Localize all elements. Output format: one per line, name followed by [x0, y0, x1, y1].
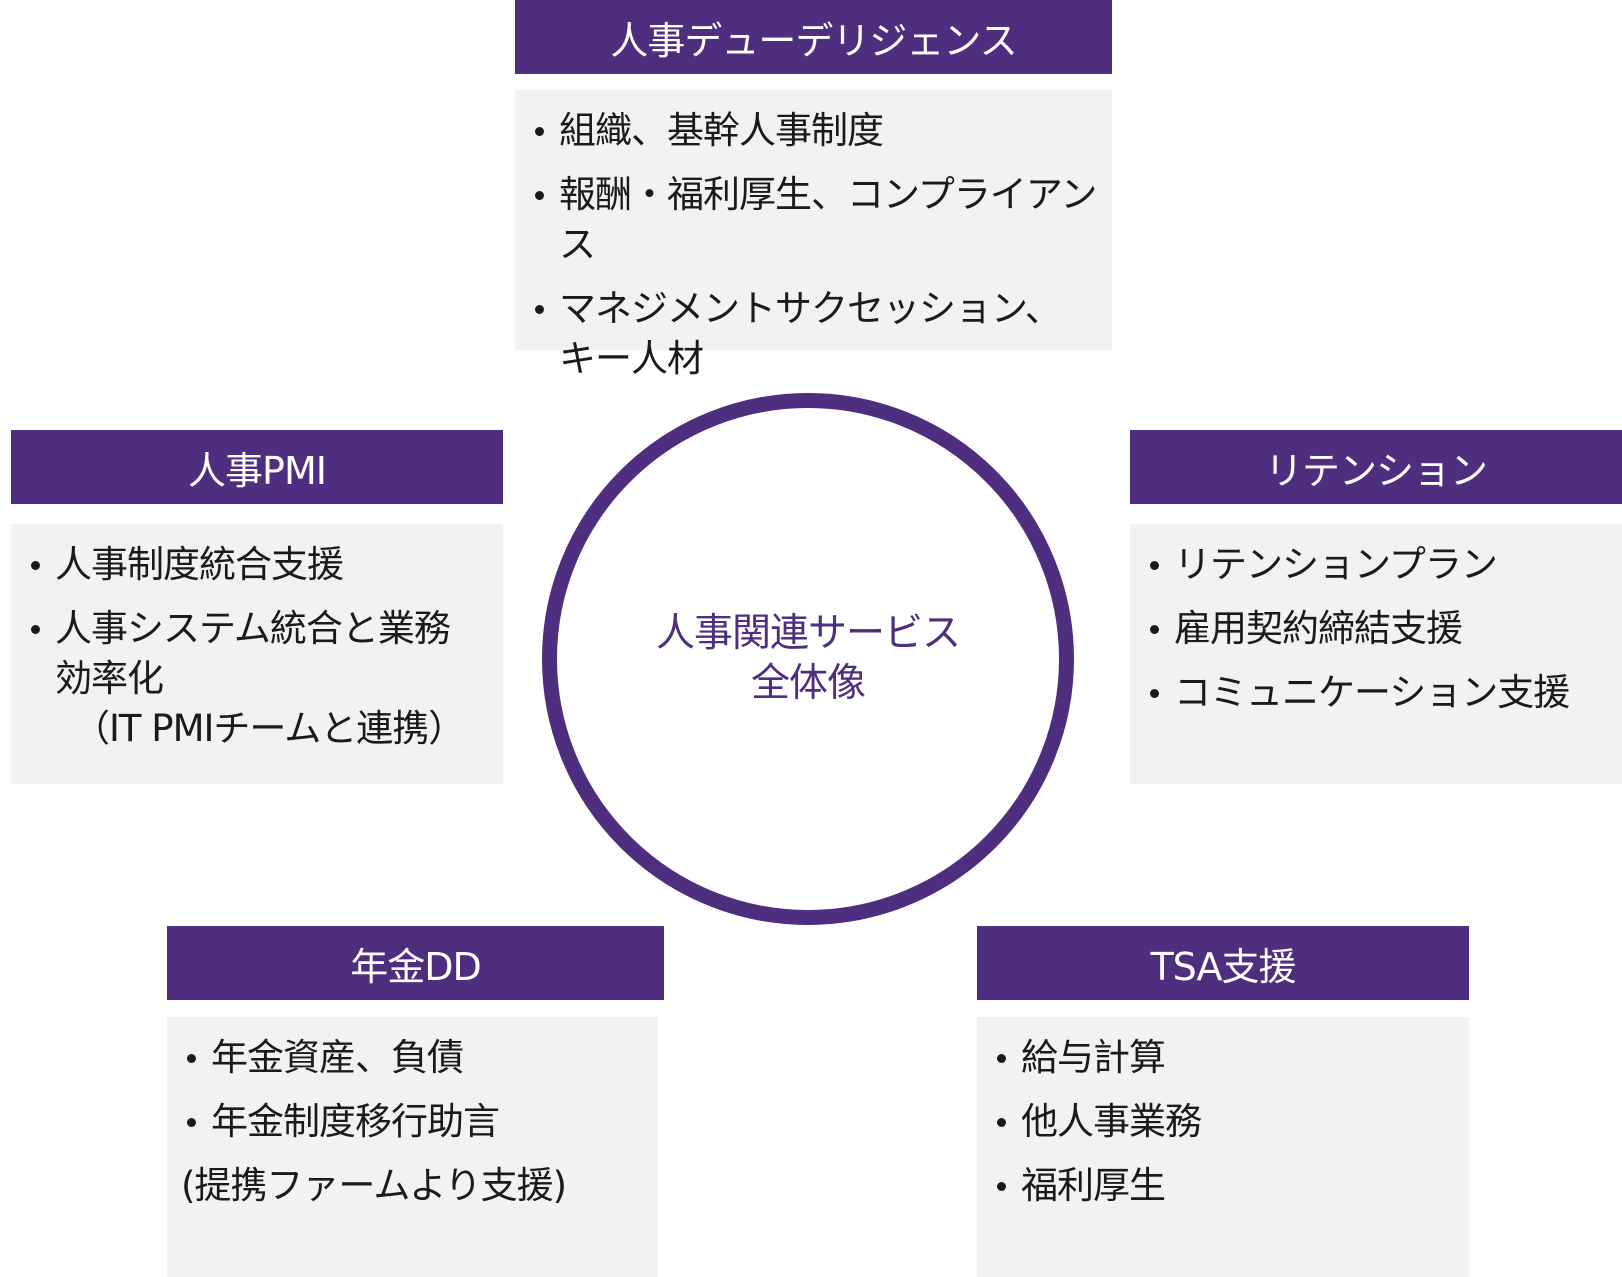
section-title: 年金DD [167, 926, 664, 1000]
section-title: 人事PMI [11, 430, 503, 504]
list-item: 人事制度統合支援 [25, 540, 489, 590]
list-item-text: 人事制度統合支援 [55, 543, 344, 586]
section-body: 年金資産、負債 年金制度移行助言 (提携ファームより支援) [167, 1017, 658, 1277]
center-title-line2: 全体像 [750, 661, 866, 706]
list-item-text: 給与計算 [1021, 1036, 1166, 1079]
section-body: 人事制度統合支援 人事システム統合と業務 効率化 （IT PMIチームと連携） [11, 524, 503, 784]
list-item-text: 年金制度移行助言 [211, 1100, 500, 1143]
list-item-text: 福利厚生 [1021, 1164, 1166, 1207]
section-body: 組織、基幹人事制度 報酬・福利厚生、コンプライアンス マネジメントサクセッション… [515, 90, 1112, 380]
list-item: 雇用契約締結支援 [1144, 604, 1608, 654]
list-item: 人事システム統合と業務 効率化 [25, 604, 489, 704]
bullet-list: リテンションプラン 雇用契約締結支援 コミュニケーション支援 [1144, 540, 1608, 718]
list-item-text: 他人事業務 [1021, 1100, 1202, 1143]
list-item-text: 年金資産、負債 [211, 1036, 464, 1079]
bullet-icon [535, 191, 544, 200]
bullet-icon [535, 305, 544, 314]
list-item-text: 雇用契約締結支援 [1174, 607, 1463, 650]
bullet-icon [1150, 689, 1159, 698]
bullet-list: 給与計算 他人事業務 福利厚生 [991, 1033, 1455, 1211]
center-title-line1: 人事関連サービス [655, 611, 961, 656]
list-item: 年金資産、負債 [181, 1033, 644, 1083]
list-item-text: 報酬・福利厚生、コンプライアンス [559, 173, 1097, 266]
section-body: リテンションプラン 雇用契約締結支援 コミュニケーション支援 [1130, 524, 1622, 784]
list-item-text: コミュニケーション支援 [1174, 671, 1570, 714]
section-title: 人事デューデリジェンス [515, 0, 1112, 74]
bullet-icon [31, 561, 40, 570]
list-item: 他人事業務 [991, 1097, 1455, 1147]
bullet-list: 人事制度統合支援 人事システム統合と業務 効率化 [25, 540, 489, 704]
bullet-icon [1150, 625, 1159, 634]
bullet-icon [187, 1054, 196, 1063]
center-circle: 人事関連サービス 全体像 [542, 393, 1074, 925]
bullet-icon [31, 625, 40, 634]
list-item: 年金制度移行助言 [181, 1097, 644, 1147]
section-body: 給与計算 他人事業務 福利厚生 [977, 1017, 1469, 1277]
list-item: コミュニケーション支援 [1144, 668, 1608, 718]
section-note: （IT PMIチームと連携） [73, 707, 465, 750]
list-item: リテンションプラン [1144, 540, 1608, 590]
bullet-icon [535, 127, 544, 136]
list-item: 組織、基幹人事制度 [529, 106, 1098, 156]
section-title: リテンション [1130, 430, 1622, 504]
list-item: マネジメントサクセッション、 キー人材 [529, 284, 1098, 384]
bullet-list: 年金資産、負債 年金制度移行助言 [181, 1033, 644, 1147]
list-item: 報酬・福利厚生、コンプライアンス [529, 170, 1098, 270]
bullet-icon [997, 1118, 1006, 1127]
section-title: TSA支援 [977, 926, 1469, 1000]
list-item-text: 人事システム統合と業務 効率化 [55, 607, 451, 700]
list-item: 給与計算 [991, 1033, 1455, 1083]
section-note: (提携ファームより支援) [181, 1164, 567, 1207]
list-item-text: リテンションプラン [1174, 543, 1498, 586]
bullet-icon [187, 1118, 196, 1127]
bullet-icon [997, 1182, 1006, 1191]
list-item-text: マネジメントサクセッション、 キー人材 [559, 287, 1062, 380]
bullet-list: 組織、基幹人事制度 報酬・福利厚生、コンプライアンス マネジメントサクセッション… [529, 106, 1098, 384]
bullet-icon [997, 1054, 1006, 1063]
list-item-text: 組織、基幹人事制度 [559, 109, 884, 152]
list-item: 福利厚生 [991, 1161, 1455, 1211]
bullet-icon [1150, 561, 1159, 570]
